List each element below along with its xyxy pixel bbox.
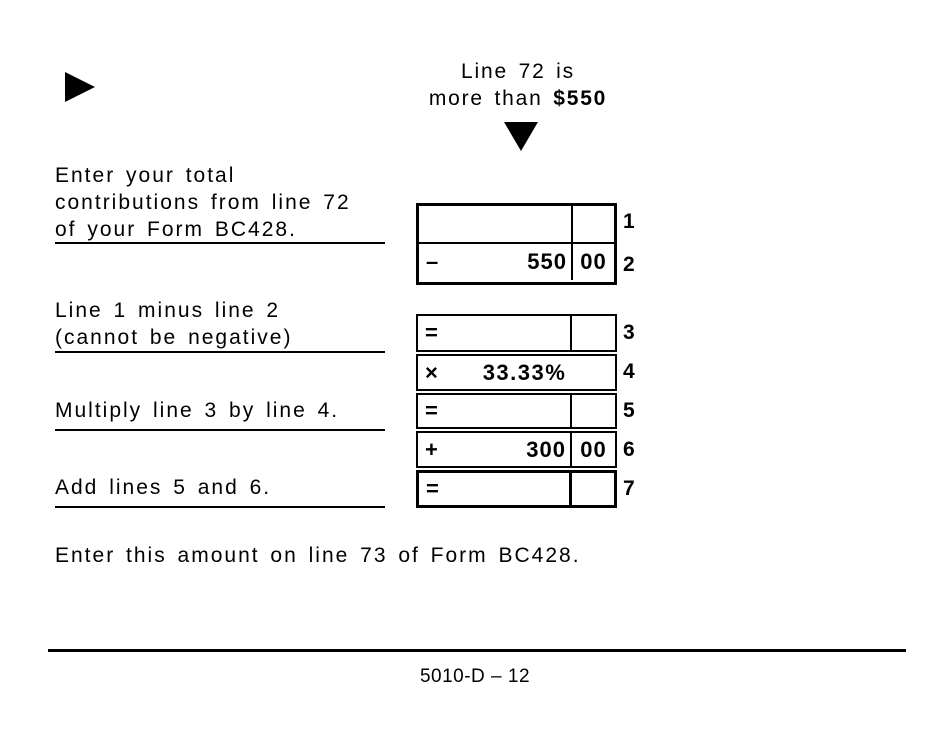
condition-amount: $550 — [553, 87, 608, 110]
condition-note: Line 72 is more than $550 — [390, 58, 646, 112]
line6-amount-value: 300 — [526, 436, 566, 462]
worksheet-row-line7: = — [416, 470, 617, 508]
line-number-5: 5 — [623, 399, 635, 422]
instruction-step1-line2: contributions from line 72 — [55, 191, 351, 214]
line-number-3: 3 — [623, 321, 635, 344]
worksheet-row-line3: = — [416, 314, 617, 352]
line4-rate-value: 33.33% — [482, 359, 567, 385]
worksheet-row-line4: × 33.33% — [416, 354, 617, 391]
instruction-step2-line2: (cannot be negative) — [55, 326, 293, 349]
worksheet-row-line5: = — [416, 393, 617, 429]
worksheet-box-lines-1-2: – 550 00 — [416, 203, 617, 285]
line7-operator: = — [426, 476, 439, 501]
line6-cents-cell: 00 — [572, 433, 615, 466]
line1-amount-field[interactable] — [419, 206, 573, 242]
line2-amount-value: 550 — [527, 249, 567, 274]
condition-line2-prefix: more than — [428, 87, 543, 110]
line2-cents-cell: 00 — [573, 244, 614, 280]
line3-amount-field[interactable]: = — [418, 316, 572, 350]
instruction-step4-underline — [55, 506, 385, 508]
line-number-2: 2 — [623, 253, 635, 276]
line1-cents-field[interactable] — [573, 206, 614, 242]
line6-operator: + — [425, 436, 438, 462]
instruction-step2: Line 1 minus line 2 (cannot be negative) — [55, 297, 400, 351]
down-arrow-icon — [504, 122, 538, 151]
worksheet-row-line2: – 550 00 — [419, 244, 614, 280]
instruction-step1-underline — [55, 242, 385, 244]
instruction-step1-line3: of your Form BC428. — [55, 218, 297, 241]
instruction-step4: Add lines 5 and 6. — [55, 474, 400, 501]
instruction-step1-line1: Enter your total — [55, 164, 236, 187]
line2-amount-cell: – 550 — [419, 244, 573, 280]
footer-rule — [48, 649, 906, 652]
instruction-step2-underline — [55, 351, 385, 353]
line5-amount-field[interactable]: = — [418, 395, 572, 427]
right-arrow-icon — [65, 72, 95, 102]
line-number-1: 1 — [623, 210, 635, 233]
footer-form-code: 5010-D – 12 — [419, 666, 531, 687]
line-number-4: 4 — [623, 360, 635, 383]
line3-operator: = — [425, 320, 438, 345]
line3-cents-field[interactable] — [572, 316, 615, 350]
instruction-step3-underline — [55, 429, 385, 431]
line4-operator: × — [425, 359, 438, 385]
line4-rate-cell: × 33.33% — [418, 356, 615, 389]
line-number-6: 6 — [623, 438, 635, 461]
condition-line2: more than $550 — [390, 85, 646, 112]
line5-operator: = — [425, 398, 438, 423]
worksheet-row-line6: + 300 00 — [416, 431, 617, 468]
line-number-7: 7 — [623, 477, 635, 500]
line6-cents-value: 00 — [580, 436, 607, 462]
line2-operator: – — [426, 249, 439, 274]
instruction-step1: Enter your total contributions from line… — [55, 162, 400, 243]
line6-amount-cell: + 300 — [418, 433, 572, 466]
instruction-step4-line1: Add lines 5 and 6. — [55, 476, 272, 499]
line2-cents-value: 00 — [580, 249, 607, 274]
line5-cents-field[interactable] — [572, 395, 615, 427]
closing-instruction: Enter this amount on line 73 of Form BC4… — [55, 544, 581, 567]
line7-cents-field[interactable] — [572, 473, 614, 505]
instruction-step3: Multiply line 3 by line 4. — [55, 397, 400, 424]
line7-amount-field[interactable]: = — [419, 473, 572, 505]
condition-line1: Line 72 is — [461, 60, 575, 83]
worksheet-row-line1 — [419, 206, 614, 244]
instruction-step3-line1: Multiply line 3 by line 4. — [55, 399, 340, 422]
instruction-step2-line1: Line 1 minus line 2 — [55, 299, 281, 322]
